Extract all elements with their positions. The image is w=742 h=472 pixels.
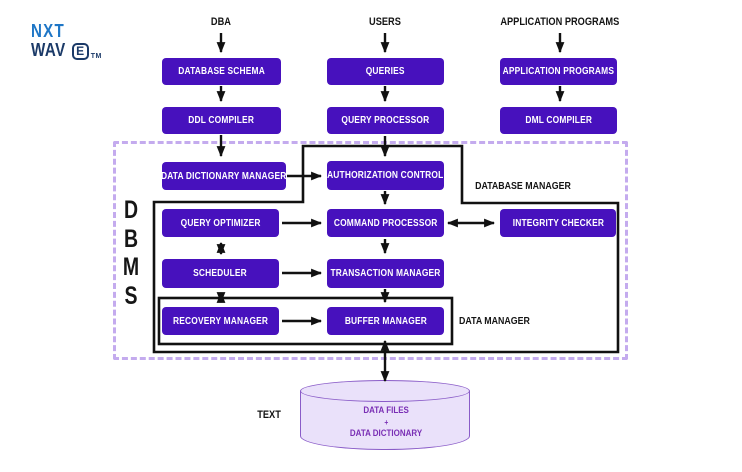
- node-query-processor: QUERY PROCESSOR: [327, 107, 444, 134]
- node-integrity-checker: INTEGRITY CHECKER: [500, 209, 616, 237]
- logo-trademark: TM: [90, 53, 102, 60]
- node-database-schema: DATABASE SCHEMA: [162, 58, 281, 85]
- logo-boxed-e: E: [72, 43, 89, 60]
- database-manager-label: DATABASE MANAGER: [475, 180, 571, 192]
- cylinder-label: DATA FILES + DATA DICTIONARY: [300, 405, 472, 440]
- node-queries: QUERIES: [327, 58, 444, 85]
- header-application-programs: APPLICATION PROGRAMS: [500, 16, 620, 28]
- node-authorization-control: AUTHORIZATION CONTROL: [327, 161, 444, 190]
- node-query-optimizer: QUERY OPTIMIZER: [162, 209, 279, 237]
- cylinder-line3: DATA DICTIONARY: [349, 428, 423, 439]
- logo-line1: NXT: [31, 21, 66, 41]
- database-cylinder: DATA FILES + DATA DICTIONARY: [300, 380, 472, 453]
- node-recovery-manager: RECOVERY MANAGER: [162, 307, 279, 335]
- node-transaction-manager: TRANSACTION MANAGER: [327, 259, 444, 288]
- node-data-dictionary-manager: DATA DICTIONARY MANAGER: [161, 162, 287, 190]
- text-note-label: TEXT: [257, 409, 281, 421]
- header-users: USERS: [369, 16, 401, 28]
- logo-line2-text: WAV: [31, 40, 66, 60]
- dbms-dashed-boundary: [113, 141, 628, 360]
- node-ddl-compiler: DDL COMPILER: [162, 107, 281, 134]
- cylinder-line1: DATA FILES: [363, 405, 409, 416]
- cylinder-line2: +: [384, 417, 388, 427]
- node-buffer-manager: BUFFER MANAGER: [327, 307, 444, 335]
- header-dba: DBA: [210, 16, 232, 28]
- node-dml-compiler: DML COMPILER: [500, 107, 617, 134]
- data-manager-label: DATA MANAGER: [459, 315, 530, 327]
- node-scheduler: SCHEDULER: [162, 259, 279, 288]
- node-command-processor: COMMAND PROCESSOR: [327, 209, 444, 237]
- node-application-programs: APPLICATION PROGRAMS: [500, 58, 617, 85]
- dbms-vertical-label: D B M S: [122, 196, 140, 310]
- cylinder-top-ellipse: [300, 380, 470, 402]
